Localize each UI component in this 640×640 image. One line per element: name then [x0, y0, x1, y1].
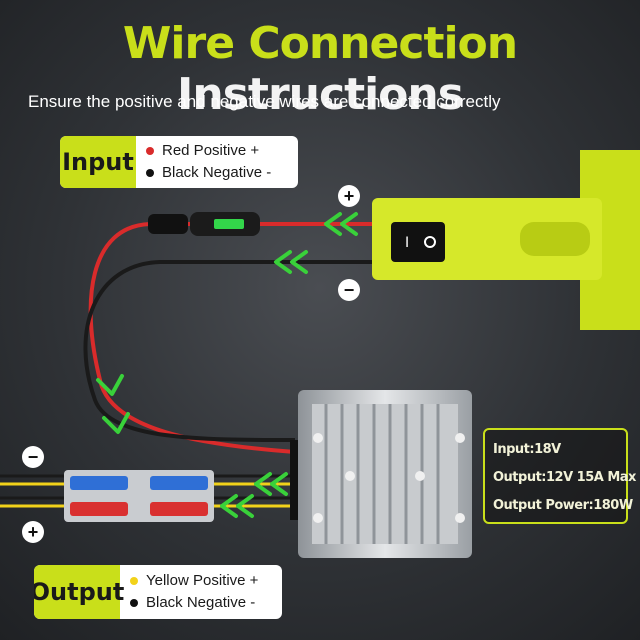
subtitle: Ensure the positive and negative wires a… [28, 92, 501, 111]
spec-power: Output Power:180W [493, 498, 633, 513]
output-black-text: Black Negative - [146, 594, 256, 611]
output-yellow-line: Yellow Positive + [130, 570, 258, 592]
title-part2: Instructions [177, 69, 464, 120]
input-red-line: Red Positive + [146, 140, 271, 162]
input-minus-sign: − [338, 279, 360, 301]
flow-arrows [96, 212, 358, 518]
output-black-line: Black Negative - [130, 592, 258, 614]
input-legend: Input Red Positive + Black Negative - [60, 136, 298, 188]
black-dot [146, 169, 154, 178]
input-red-text: Red Positive + [162, 142, 260, 159]
red-dot [146, 147, 154, 156]
output-minus-sign: − [22, 446, 44, 468]
input-black-text: Black Negative - [162, 164, 272, 181]
input-black-wire [83, 260, 372, 442]
output-label: Output [34, 565, 124, 619]
page-title: Wire Connection Instructions [0, 18, 640, 120]
input-label: Input [60, 136, 136, 188]
output-plus-sign: + [22, 521, 44, 543]
lever-connector [64, 470, 214, 522]
title-part1: Wire Connection [122, 18, 518, 69]
yellow-dot [130, 577, 138, 586]
dc-converter [290, 390, 472, 558]
switch-off-mark: I [405, 235, 409, 251]
power-switch[interactable]: I [391, 222, 445, 262]
output-yellow-text: Yellow Positive + [146, 572, 259, 589]
spec-panel: Input:18V Output:12V 15A Max Output Powe… [483, 428, 636, 524]
inline-fuse [148, 212, 260, 236]
black-dot [130, 599, 138, 608]
input-plus-sign: + [338, 185, 360, 207]
input-black-line: Black Negative - [146, 162, 271, 184]
output-legend: Output Yellow Positive + Black Negative … [34, 565, 282, 619]
spec-output: Output:12V 15A Max [493, 470, 636, 485]
switch-on-mark [424, 236, 436, 248]
spec-input: Input:18V [493, 442, 561, 457]
